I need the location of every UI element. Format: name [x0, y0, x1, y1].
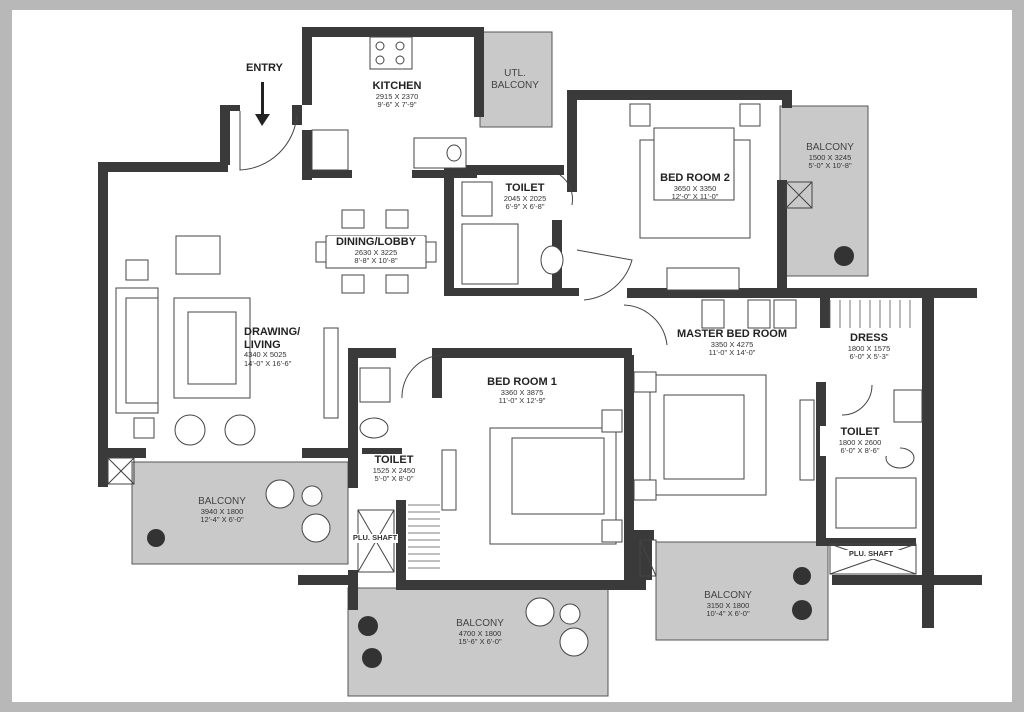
- room-bed-room-1: BED ROOM 1 3360 X 3875 11'-0" X 12'-9": [472, 376, 572, 406]
- util-balcony-area: [479, 31, 553, 128]
- floor-plan: ENTRY KITCHEN 2915 X 2370 9'-6" X 7'-9" …: [12, 10, 1012, 702]
- room-imperial: 8'-8" X 10'-8": [354, 256, 398, 266]
- plant-icon: [362, 648, 382, 668]
- room-name: PLU. SHAFT: [848, 549, 894, 558]
- room-name: BED ROOM 1: [487, 376, 557, 388]
- plant-icon: [834, 246, 854, 266]
- floor-plan-drawing: [98, 27, 982, 697]
- room-name: TOILET: [505, 182, 545, 194]
- room-metric: 3350 X 4275: [710, 339, 754, 349]
- room-imperial: 5'-0" X 10'-8": [808, 161, 852, 171]
- room-imperial: 6'-0" X 8'-6": [840, 446, 880, 456]
- room-toilet-1: TOILET 2045 X 2025 6'-9" X 6'-8": [480, 182, 570, 212]
- room-name: BALCONY: [806, 142, 854, 153]
- room-name: UTL. BALCONY: [491, 68, 539, 91]
- room-metric: 4700 X 1800: [458, 628, 502, 638]
- room-name: BALCONY: [456, 618, 504, 629]
- room-balcony-3: BALCONY 4700 X 1800 15'-6" X 6'-0": [440, 618, 520, 647]
- room-imperial: 14'-0" X 16'-6": [244, 358, 292, 368]
- room-name: TOILET: [374, 454, 414, 466]
- room-metric: 1800 X 1575: [847, 343, 891, 353]
- plant-icon: [793, 567, 811, 585]
- room-metric: 3650 X 3350: [673, 183, 717, 193]
- room-name: DINING/LOBBY: [335, 236, 417, 248]
- room-name: MASTER BED ROOM: [677, 328, 787, 340]
- room-toilet-2: TOILET 1525 X 2450 5'-0" X 8'-0": [362, 454, 426, 484]
- entry-label: ENTRY: [246, 62, 283, 74]
- entry-arrow-icon: [255, 82, 270, 126]
- room-master-bed: MASTER BED ROOM 3350 X 4275 11'-0" X 14'…: [672, 328, 792, 358]
- room-bed-room-2: BED ROOM 2 3650 X 3350 12'-0" X 11'-0": [650, 172, 740, 202]
- room-imperial: 10'-4" X 6'-0": [706, 609, 750, 619]
- room-imperial: 12'-0" X 11'-0": [671, 192, 719, 202]
- balcony-2-area: [131, 461, 349, 565]
- room-balcony-2: BALCONY 3940 X 1800 12'-4" X 6'-0": [182, 496, 262, 525]
- room-metric: 3150 X 1800: [706, 600, 750, 610]
- room-name: KITCHEN: [372, 80, 422, 92]
- room-balcony-1: BALCONY 1500 X 3245 5'-0" X 10'-8": [790, 142, 870, 171]
- room-balcony-4: BALCONY 3150 X 1800 10'-4" X 6'-0": [688, 590, 768, 619]
- room-imperial: 9'-6" X 7'-9": [377, 100, 417, 110]
- plant-icon: [358, 616, 378, 636]
- room-kitchen: KITCHEN 2915 X 2370 9'-6" X 7'-9": [352, 80, 442, 110]
- room-name: TOILET: [840, 426, 880, 438]
- room-util-balcony: UTL. BALCONY: [482, 68, 548, 91]
- room-name: BALCONY: [198, 496, 246, 507]
- room-imperial: 6'-9" X 6'-8": [505, 202, 545, 212]
- room-metric: 1525 X 2450: [372, 465, 416, 475]
- room-name: DRESS: [850, 332, 888, 344]
- balcony-1-area: [779, 105, 869, 277]
- room-imperial: 11'-0" X 12'-9": [498, 396, 546, 406]
- room-imperial: 5'-0" X 8'-0": [374, 474, 414, 484]
- room-metric: 3360 X 3875: [500, 387, 544, 397]
- room-plu-shaft-2: PLU. SHAFT: [842, 549, 900, 559]
- room-metric: 4340 X 5025: [244, 350, 287, 360]
- plant-icon: [792, 600, 812, 620]
- room-metric: 3940 X 1800: [200, 506, 244, 516]
- room-imperial: 6'-0" X 5'-3": [849, 352, 889, 362]
- room-imperial: 15'-6" X 6'-0": [458, 637, 502, 647]
- room-metric: 2630 X 3225: [354, 247, 398, 257]
- room-metric: 1500 X 3245: [808, 152, 852, 162]
- room-imperial: 12'-4" X 6'-0": [200, 515, 244, 525]
- room-metric: 2045 X 2025: [503, 193, 547, 203]
- room-name: PLU. SHAFT: [352, 533, 398, 542]
- room-name: DRAWING/ LIVING: [244, 326, 301, 351]
- room-dress: DRESS 1800 X 1575 6'-0" X 5'-3": [834, 332, 904, 362]
- room-name: BED ROOM 2: [660, 172, 730, 184]
- room-imperial: 11'-0" X 14'-0": [708, 348, 756, 358]
- plant-icon: [147, 529, 165, 547]
- room-toilet-3: TOILET 1800 X 2600 6'-0" X 8'-6": [820, 426, 900, 456]
- room-metric: 2915 X 2370: [375, 91, 419, 101]
- room-metric: 1800 X 2600: [838, 437, 882, 447]
- room-plu-shaft-1: PLU. SHAFT: [352, 533, 398, 543]
- room-name: BALCONY: [704, 590, 752, 601]
- room-drawing-living: DRAWING/ LIVING 4340 X 5025 14'-0" X 16'…: [244, 326, 320, 369]
- balcony-4-area: [655, 541, 829, 641]
- room-dining-lobby: DINING/LOBBY 2630 X 3225 8'-8" X 10'-8": [328, 236, 424, 266]
